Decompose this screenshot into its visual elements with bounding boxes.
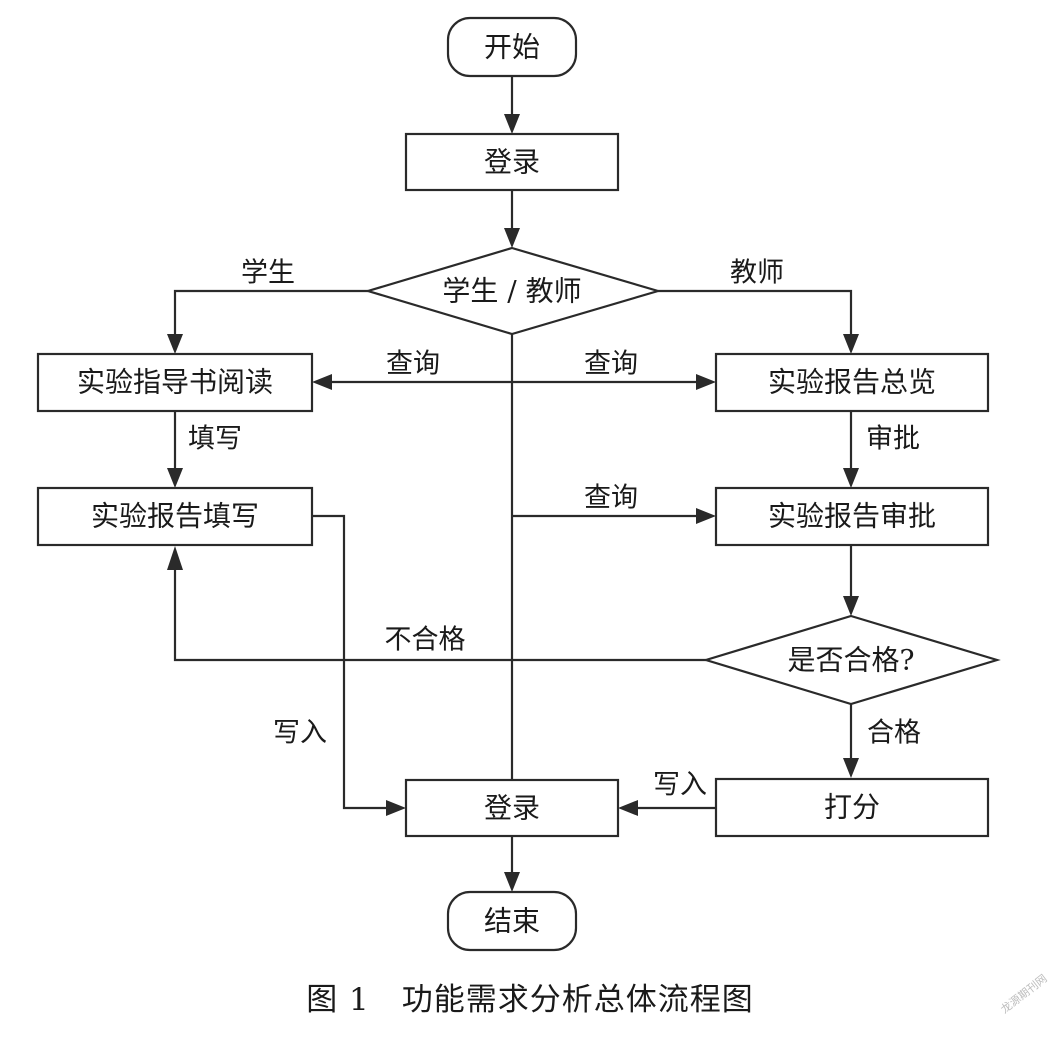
report-fill-label: 实验报告填写 (91, 500, 259, 533)
watermark-text: 龙源期刊网 (998, 971, 1050, 1016)
score-label: 打分 (824, 791, 880, 824)
edge-fail-to-fill (173, 566, 706, 662)
arrowhead-overview (843, 334, 859, 354)
report-overview-box (714, 352, 990, 413)
pass-decision-label: 是否合格? (787, 644, 914, 677)
node-score: 打分 (714, 777, 990, 838)
login-top-box (404, 132, 620, 192)
arrowheads (167, 114, 859, 892)
node-login-top: 登录 (404, 132, 620, 192)
node-report-overview: 实验报告总览 (714, 352, 990, 413)
start-label: 开始 (484, 31, 540, 64)
login-bottom-label: 登录 (484, 792, 540, 825)
figure-caption: 图 1 功能需求分析总体流程图 (306, 982, 754, 1018)
label-teacher: 教师 (730, 258, 784, 289)
arrowhead-query-approve (696, 508, 716, 524)
label-write-in-right: 写入 (653, 770, 707, 801)
label-pass: 合格 (867, 718, 921, 749)
arrowhead-login-bottom-right (618, 800, 638, 816)
connectors (173, 76, 853, 874)
score-box (714, 777, 990, 838)
label-fail: 不合格 (385, 625, 466, 656)
start-terminator (446, 16, 578, 78)
arrowhead-decision (504, 228, 520, 248)
label-approve: 审批 (866, 424, 920, 455)
node-report-fill: 实验报告填写 (36, 486, 314, 547)
report-approve-label: 实验报告审批 (768, 500, 936, 533)
role-decision-label: 学生 / 教师 (442, 275, 581, 308)
node-report-approve: 实验报告审批 (714, 486, 990, 547)
node-login-bottom: 登录 (404, 778, 620, 838)
report-approve-box (714, 486, 990, 547)
arrowhead-login-bottom-left (386, 800, 406, 816)
arrowhead-login-top (504, 114, 520, 134)
arrowhead-guide (167, 334, 183, 354)
arrowhead-end (504, 872, 520, 892)
label-fill: 填写 (188, 424, 242, 455)
end-label: 结束 (484, 905, 540, 938)
arrowhead-fail-to-fill (167, 546, 183, 570)
node-role-decision: 学生 / 教师 (364, 246, 662, 336)
arrowhead-fill (167, 468, 183, 488)
pass-decision-diamond (702, 614, 1001, 706)
label-write-in-left: 写入 (273, 718, 327, 749)
login-top-label: 登录 (484, 146, 540, 179)
arrowhead-score (843, 758, 859, 778)
guide-read-label: 实验指导书阅读 (77, 366, 273, 399)
report-overview-label: 实验报告总览 (768, 366, 936, 399)
label-query-approve: 查询 (584, 483, 638, 514)
end-terminator (446, 890, 578, 952)
report-fill-box (36, 486, 314, 547)
login-bottom-box (404, 778, 620, 838)
arrowhead-query-right (696, 374, 716, 390)
arrowhead-approve (843, 468, 859, 488)
edge-labels: 学生 教师 查询 查询 查询 填写 审批 不合格 合格 写入 写入 (188, 258, 921, 801)
node-guide-read: 实验指导书阅读 (36, 352, 314, 413)
node-end: 结束 (446, 890, 578, 952)
guide-read-box (36, 352, 314, 413)
node-pass-decision: 是否合格? (702, 614, 1001, 706)
edge-decision-to-overview (658, 289, 853, 338)
arrowhead-pass-decision (843, 596, 859, 616)
role-decision-diamond (364, 246, 662, 336)
edge-fill-to-login (312, 514, 388, 810)
label-student: 学生 (241, 258, 295, 289)
label-query-left: 查询 (386, 349, 440, 380)
edge-decision-to-guide (173, 289, 368, 338)
node-start: 开始 (446, 16, 578, 78)
label-query-right: 查询 (584, 349, 638, 380)
arrowhead-query-left (312, 374, 332, 390)
